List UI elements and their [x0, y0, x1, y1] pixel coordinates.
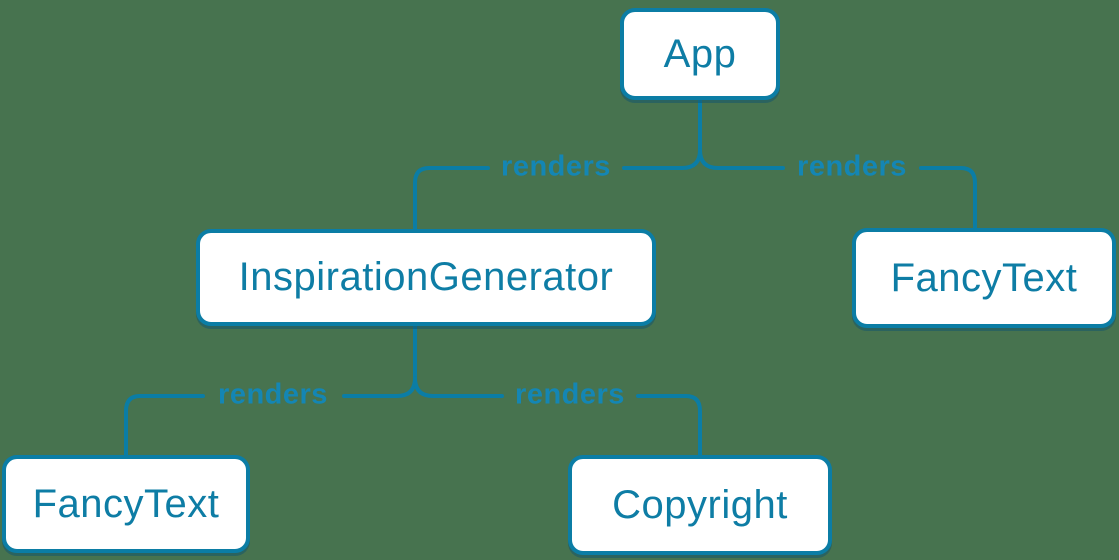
edge-inspirationgenerator-fancytext-a: [342, 376, 417, 398]
node-copyright: Copyright: [568, 455, 832, 555]
node-fancy-text-bottom-left: FancyText: [2, 455, 250, 553]
node-fancy-text-right: FancyText: [852, 228, 1116, 328]
edge-label-inspirationgenerator-copyright: renders: [515, 378, 625, 411]
node-fancy-text-bottom-left-label: FancyText: [32, 481, 220, 526]
node-inspiration-generator-label: InspirationGenerator: [238, 255, 614, 299]
node-app-label: App: [663, 31, 737, 76]
node-app: App: [620, 8, 780, 100]
edge-app-inspirationgenerator-a: [622, 148, 702, 170]
edge-inspirationgenerator-fancytext-b: [124, 394, 205, 457]
edge-label-app-inspirationgenerator: renders: [501, 150, 611, 183]
node-copyright-label: Copyright: [612, 482, 788, 527]
edge-label-app-fancytext: renders: [797, 150, 907, 183]
node-fancy-text-right-label: FancyText: [890, 255, 1078, 300]
edge-app-inspirationgenerator-b: [413, 166, 490, 231]
edge-label-inspirationgenerator-fancytext: renders: [218, 378, 328, 411]
edge-inspirationgenerator-copyright-b: [636, 394, 702, 457]
node-inspiration-generator: InspirationGenerator: [196, 229, 656, 326]
edge-app-fancytext-b: [919, 166, 977, 230]
edge-inspirationgenerator-copyright-a: [413, 376, 504, 398]
edge-app-fancytext-a: [698, 148, 785, 170]
